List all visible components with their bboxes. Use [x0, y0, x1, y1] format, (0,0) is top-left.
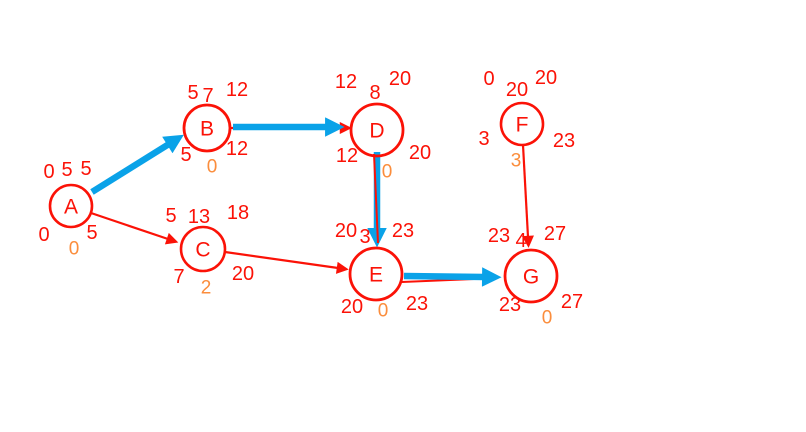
node-g-slack: 0	[541, 307, 553, 329]
node-d-early-start: 12	[334, 71, 358, 93]
node-c-label: C	[195, 238, 211, 262]
node-f-early-finish: 20	[534, 67, 558, 89]
node-d-early-finish: 20	[388, 68, 412, 90]
node-b-early-start: 5	[187, 82, 199, 104]
node-c-early-finish: 18	[226, 202, 250, 224]
node-f-slack: 3	[510, 150, 522, 172]
node-a-circle	[48, 183, 94, 229]
node-a-late-finish: 5	[86, 222, 98, 244]
edge-e-g-critical-arrow	[403, 267, 502, 287]
node-d-late-finish: 20	[408, 142, 432, 164]
node-e-early-finish: 23	[391, 220, 415, 242]
node-e-early-start: 20	[334, 220, 358, 242]
edge-f-g-arrow	[521, 144, 534, 248]
node-b-label: B	[199, 117, 215, 141]
node-f-label: F	[515, 113, 529, 137]
node-f-duration: 20	[505, 79, 529, 101]
node-c-early-start: 5	[165, 205, 177, 227]
edge-c-e-arrow	[224, 250, 349, 274]
node-g-duration: 4	[515, 230, 527, 252]
node-d-late-start: 12	[335, 145, 359, 167]
node-g-early-start: 23	[487, 225, 511, 247]
node-b-late-start: 5	[180, 144, 192, 166]
node-g-late-finish: 27	[560, 291, 584, 313]
node-b-slack: 0	[206, 156, 218, 178]
node-e-duration: 3	[359, 226, 371, 248]
node-d-label: D	[369, 119, 385, 143]
node-e-label: E	[368, 263, 384, 287]
node-c-circle	[179, 225, 227, 273]
node-f-late-finish: 23	[552, 130, 576, 152]
node-a-label: A	[63, 195, 79, 219]
edge-a-b-critical-arrow	[90, 134, 184, 195]
node-c-duration: 13	[187, 206, 211, 228]
node-a-early-finish: 5	[80, 158, 92, 180]
node-f-late-start: 3	[478, 128, 490, 150]
node-e-slack: 0	[377, 300, 389, 322]
node-b-early-finish: 12	[225, 79, 249, 101]
node-g-early-finish: 27	[543, 223, 567, 245]
node-c-late-start: 7	[173, 266, 185, 288]
node-b-duration: 7	[202, 85, 214, 107]
node-e-circle	[348, 246, 404, 302]
node-e-late-start: 20	[340, 296, 364, 318]
node-a-slack: 0	[68, 238, 80, 260]
node-g-late-start: 23	[498, 294, 522, 316]
node-b-late-finish: 12	[225, 138, 249, 160]
node-b-circle	[182, 103, 232, 153]
node-c-slack: 2	[200, 277, 212, 299]
node-d-circle	[349, 102, 405, 158]
node-f-circle	[499, 101, 545, 147]
edge-d-e-arrow	[373, 153, 379, 244]
edge-a-c-arrow	[90, 211, 179, 245]
node-g-circle	[503, 248, 559, 304]
node-d-slack: 0	[381, 161, 393, 183]
node-a-early-start: 0	[43, 161, 55, 183]
node-d-duration: 8	[369, 82, 381, 104]
node-a-duration: 5	[61, 159, 73, 181]
node-g-label: G	[522, 265, 540, 289]
node-c-late-finish: 20	[231, 263, 255, 285]
node-e-late-finish: 23	[405, 293, 429, 315]
node-f-early-start: 0	[483, 68, 495, 90]
node-a-late-start: 0	[38, 224, 50, 246]
